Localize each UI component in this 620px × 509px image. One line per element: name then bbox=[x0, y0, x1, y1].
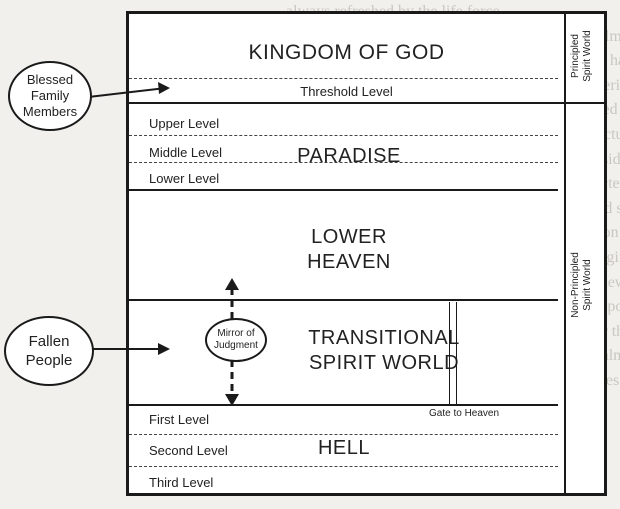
hell-third-level: Third Level bbox=[149, 475, 214, 490]
blessed-family-members-circle: Blessed Family Members bbox=[8, 61, 92, 131]
principled-spirit-world-label: Principled Spirit World bbox=[570, 16, 598, 96]
non-principled-spirit-world-label: Non-Principled Spirit World bbox=[570, 234, 598, 336]
principled-boundary-line bbox=[129, 102, 604, 104]
label-line: Family bbox=[30, 88, 70, 103]
paradise-lower-level: Lower Level bbox=[149, 171, 220, 186]
paradise-label: PARADISE bbox=[297, 145, 401, 167]
gate-to-heaven-post-left bbox=[449, 302, 450, 404]
spirit-world-diagram: KINGDOM OF GOD Threshold Level Principle… bbox=[126, 11, 607, 496]
paradise-dash-1 bbox=[129, 135, 558, 136]
transitional-bottom-line bbox=[129, 404, 558, 406]
right-column-divider bbox=[564, 14, 566, 493]
kingdom-of-god-label: KINGDOM OF GOD bbox=[248, 41, 445, 64]
label-line: Spirit World bbox=[582, 259, 593, 311]
transitional-spirit-world-label: TRANSITIONAL SPIRIT WORLD bbox=[274, 326, 494, 376]
label-line: Members bbox=[22, 104, 78, 119]
gate-to-heaven-post-right bbox=[456, 302, 457, 404]
lower-heaven-bottom-line bbox=[129, 299, 558, 301]
threshold-level-label: Threshold Level bbox=[300, 84, 393, 99]
label-line: Judgment bbox=[214, 340, 258, 351]
gate-to-heaven-label: Gate to Heaven bbox=[429, 408, 500, 419]
label-line: Principled bbox=[570, 34, 581, 78]
hell-first-level: First Level bbox=[149, 412, 209, 427]
paradise-middle-level: Middle Level bbox=[149, 145, 222, 160]
label-line: HEAVEN bbox=[307, 251, 391, 273]
label-line: Non-Principled bbox=[570, 252, 581, 318]
paradise-dash-2 bbox=[129, 162, 558, 163]
mirror-of-judgment: Mirror of Judgment bbox=[205, 318, 267, 362]
fallen-people-circle: Fallen People bbox=[4, 316, 94, 386]
lower-heaven-label: LOWER HEAVEN bbox=[249, 225, 449, 275]
threshold-dash-top bbox=[129, 78, 558, 79]
paradise-upper-level: Upper Level bbox=[149, 116, 220, 131]
hell-second-level: Second Level bbox=[149, 443, 228, 458]
label-line: Mirror of bbox=[217, 328, 255, 339]
label-line: Fallen bbox=[28, 333, 70, 350]
label-line: Spirit World bbox=[582, 30, 593, 82]
paradise-bottom-line bbox=[129, 189, 558, 191]
label-line: People bbox=[25, 352, 73, 369]
label-line: TRANSITIONAL bbox=[308, 327, 460, 349]
arrow-down-icon bbox=[225, 394, 239, 406]
label-line: Blessed bbox=[26, 72, 74, 87]
label-line: SPIRIT WORLD bbox=[308, 352, 460, 374]
hell-label: HELL bbox=[317, 437, 371, 459]
label-line: LOWER bbox=[311, 226, 387, 248]
hell-dash-2 bbox=[129, 466, 558, 467]
hell-dash-1 bbox=[129, 434, 558, 435]
arrow-up-icon bbox=[225, 278, 239, 290]
